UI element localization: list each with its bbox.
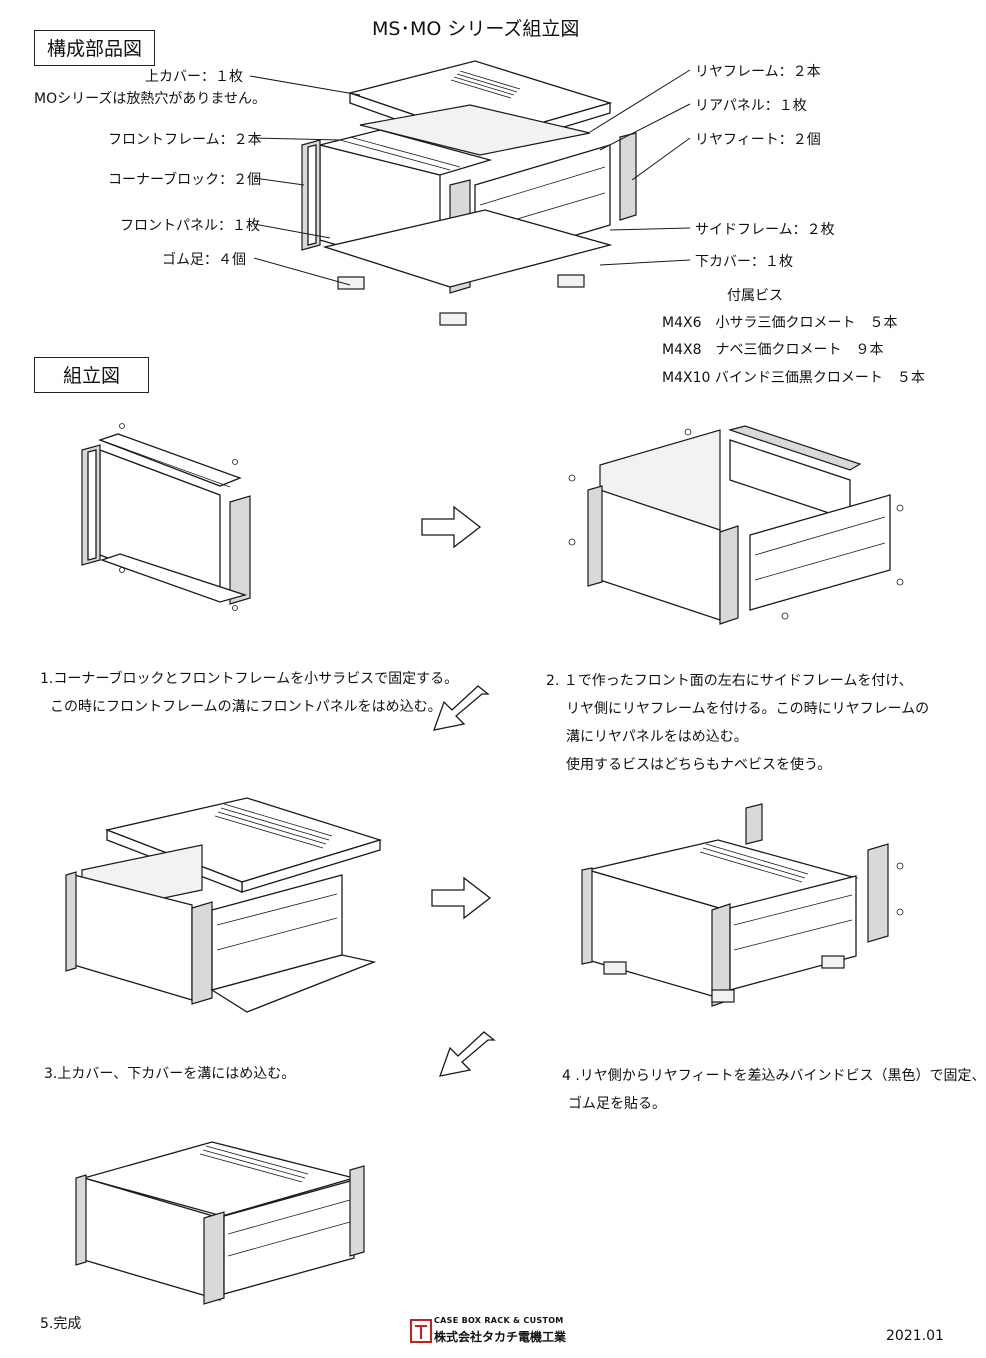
label-front-panel: フロントパネル：１枚 [120, 218, 260, 234]
label-rear-frame: リヤフレーム：２本 [695, 64, 821, 80]
label-top-cover-note: MOシリーズは放熱穴がありません。 [34, 91, 266, 107]
parts-exploded-figure [301, 60, 637, 326]
label-rear-panel: リアパネル：１枚 [695, 98, 807, 114]
arrow-right-icon [431, 876, 492, 920]
step1-line1: 1.コーナーブロックとフロントフレームを小サラビスで固定する。 [40, 671, 459, 687]
step3-text: 3.上カバー、下カバーを溝にはめ込む。 [44, 1066, 296, 1082]
step2-line1: 2. １で作ったフロント面の左右にサイドフレームを付け、 [546, 673, 913, 689]
step1-line2: この時にフロントフレームの溝にフロントパネルをはめ込む。 [50, 699, 442, 715]
step2-line3: 溝にリヤパネルをはめ込む。 [566, 729, 748, 745]
section-assembly-label: 組立図 [34, 357, 150, 393]
arrow-down-left-icon [433, 685, 490, 731]
step3-figure [65, 797, 383, 1013]
label-rear-foot: リヤフィート：２個 [695, 132, 821, 148]
label-rubber-foot: ゴム足：４個 [162, 252, 246, 268]
screw-item: M4X10 バインド三価黒クロメート ５本 [662, 370, 925, 386]
step2-figure [568, 425, 904, 625]
label-top-cover: 上カバー：１枚 [145, 69, 243, 85]
step1-figure [81, 423, 251, 611]
date-label: 2021.01 [886, 1328, 944, 1344]
label-corner-block: コーナーブロック：２個 [108, 172, 262, 188]
screw-item: M4X8 ナベ三価クロメート ９本 [662, 342, 884, 358]
page-title: MS･MO シリーズ組立図 [372, 18, 580, 40]
step5-text: 5.完成 [40, 1316, 82, 1332]
label-side-frame: サイドフレーム：２枚 [695, 222, 835, 238]
section-parts-label: 構成部品図 [34, 30, 156, 66]
logo-tagline: CASE BOX RACK & CUSTOM [434, 1316, 564, 1325]
step4-line1: 4 .リヤ側からリヤフィートを差込みバインドビス（黒色）で固定、 [562, 1068, 986, 1084]
screws-heading: 付属ビス [727, 288, 783, 304]
label-front-frame: フロントフレーム：２本 [108, 132, 262, 148]
step5-figure [75, 1141, 365, 1305]
arrow-down-left-icon [439, 1031, 496, 1077]
leader-lines [249, 69, 691, 286]
screw-item: M4X6 小サラ三価クロメート ５本 [662, 315, 898, 331]
step2-line4: 使用するビスはどちらもナベビスを使う。 [566, 757, 832, 773]
company-logo-icon [410, 1319, 432, 1343]
step4-line2: ゴム足を貼る。 [568, 1096, 666, 1112]
arrow-right-icon [421, 505, 482, 549]
label-bottom-cover: 下カバー：１枚 [695, 254, 793, 270]
logo-company-name: 株式会社タカチ電機工業 [434, 1330, 567, 1344]
step4-figure [581, 803, 904, 1007]
step2-line2: リヤ側にリヤフレームを付ける。この時にリヤフレームの [566, 701, 930, 717]
